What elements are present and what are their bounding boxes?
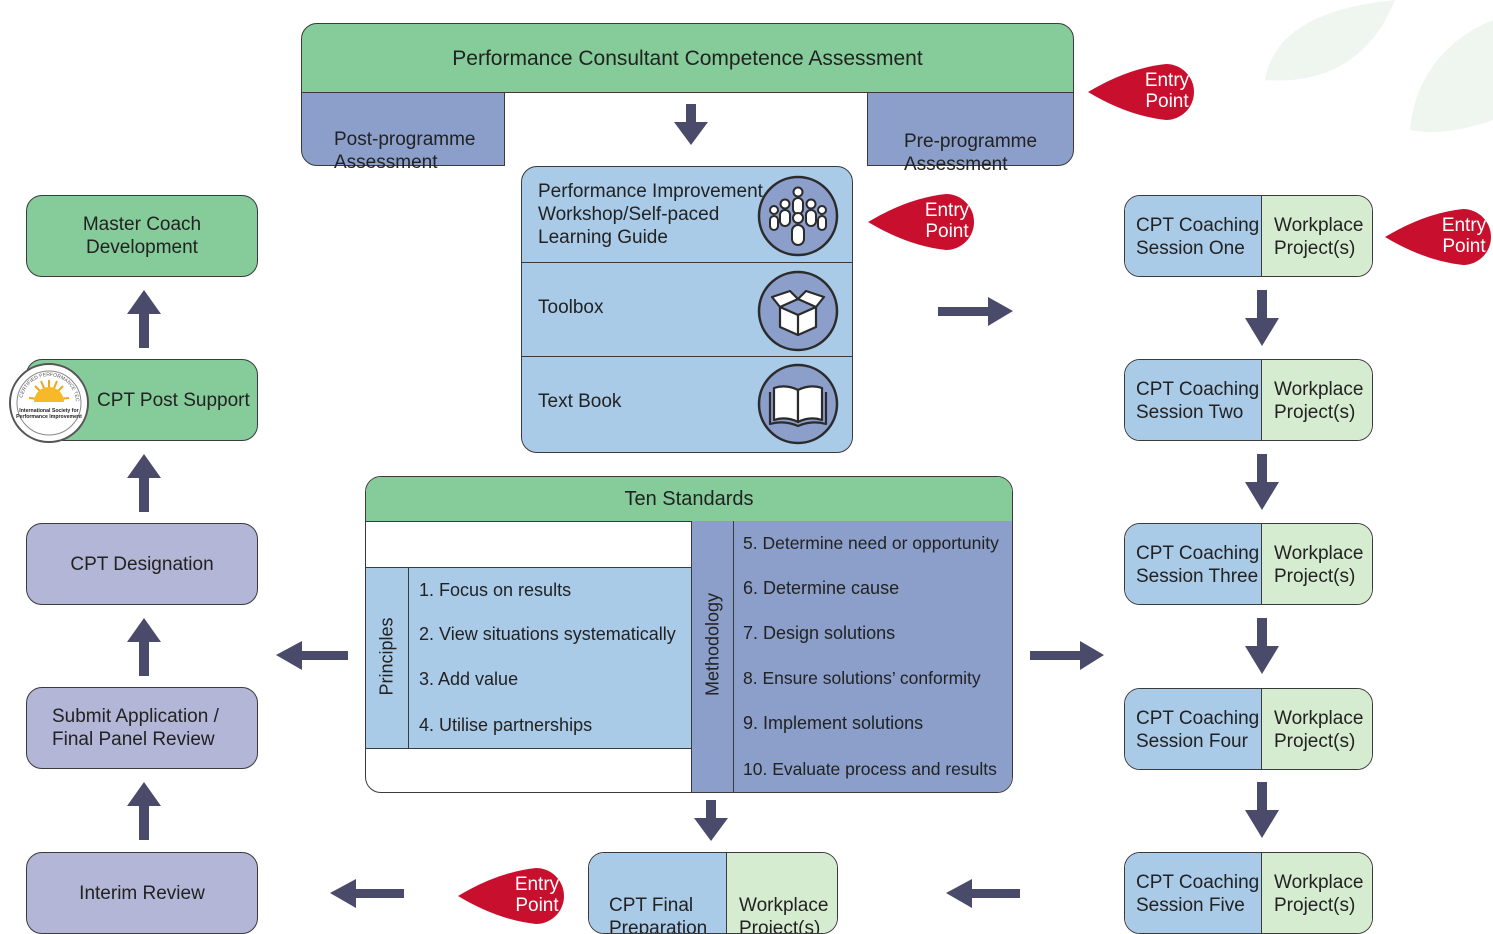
ispi-certification-badge: International Society for Performance Im…	[8, 362, 89, 443]
workplace-project-label: Workplace Project(s)	[1262, 360, 1372, 440]
method-8: 8. Ensure solutions’ conformity	[734, 656, 1012, 702]
coaching-session-label: CPT Coaching Session Three	[1125, 524, 1262, 604]
people-group-icon	[757, 175, 839, 257]
workplace-project-label: Workplace Project(s)	[1262, 853, 1372, 933]
competence-assessment-header: Performance Consultant Competence Assess…	[301, 23, 1074, 93]
method-6: 6. Determine cause	[734, 566, 1012, 612]
entry-point-shape	[458, 868, 564, 924]
methodology-label: Methodology	[702, 592, 723, 697]
cpt-final-preparation: CPT Final Preparation Workplace Project(…	[588, 852, 838, 934]
coaching-session-label: CPT Coaching Session Five	[1125, 853, 1262, 933]
interim-review: Interim Review	[26, 852, 258, 934]
entry-point-marker: Entry Point	[458, 866, 573, 926]
arrow-left-standards	[276, 641, 348, 670]
entry-point-shape	[1385, 209, 1491, 265]
entry-point-label: Entry Point	[1441, 215, 1487, 257]
toolbox-label: Toolbox	[538, 297, 604, 318]
arrow-down-assessment	[674, 104, 708, 145]
arrow-right-standards	[1030, 641, 1104, 670]
arrow-up-l3	[127, 618, 161, 676]
principle-4: 4. Utilise partnerships	[409, 702, 691, 749]
method-5: 5. Determine need or opportunity	[734, 521, 1012, 567]
entry-point-label: Entry Point	[1144, 70, 1190, 112]
workplace-project-label: Workplace Project(s)	[1262, 196, 1372, 276]
toolbox-row: Toolbox	[522, 263, 852, 357]
arrow-down-s1	[1245, 290, 1279, 346]
coaching-session-label: CPT Coaching Session Four	[1125, 689, 1262, 769]
cpt-designation: CPT Designation	[26, 523, 258, 605]
post-programme-assessment: Post-programme Assessment	[301, 92, 505, 173]
principles-label: Principles	[376, 617, 397, 696]
resources-panel: Performance Improvement Workshop/Self-pa…	[521, 166, 853, 453]
workplace-project-label: Workplace Project(s)	[1262, 524, 1372, 604]
ten-standards-header: Ten Standards	[366, 477, 1012, 522]
principle-2: 2. View situations systematically	[409, 612, 691, 658]
principles-column: Principles	[366, 567, 409, 749]
entry-point-shape	[1088, 64, 1194, 120]
textbook-row: Text Book	[522, 357, 852, 452]
workplace-project-label: Workplace Project(s)	[1262, 689, 1372, 769]
competence-assessment-title: Performance Consultant Competence Assess…	[452, 46, 923, 70]
methodology-column: Methodology	[691, 521, 734, 792]
entry-point-marker: Entry Point	[1385, 207, 1493, 267]
method-7: 7. Design solutions	[734, 611, 1012, 657]
arrow-right-to-sessions	[938, 297, 1013, 326]
svg-text:Performance Improvement: Performance Improvement	[16, 414, 82, 420]
entry-point-shape	[868, 194, 974, 250]
arrow-up-l4	[127, 782, 161, 840]
arrow-down-s2	[1245, 454, 1279, 510]
ten-standards-panel: Ten Standards Principles 1. Focus on res…	[365, 476, 1013, 793]
entry-point-marker: Entry Point	[1088, 62, 1203, 122]
coaching-session-label: CPT Coaching Session One	[1125, 196, 1262, 276]
principle-3: 3. Add value	[409, 657, 691, 703]
method-9: 9. Implement solutions	[734, 701, 1012, 747]
arrow-left-final	[330, 879, 404, 908]
arrow-down-standards	[694, 800, 728, 841]
book-icon	[757, 363, 839, 445]
arrow-down-s3	[1245, 618, 1279, 674]
workshop-row: Performance Improvement Workshop/Self-pa…	[522, 167, 852, 263]
arrow-down-s4	[1245, 782, 1279, 838]
entry-point-label: Entry Point	[924, 200, 970, 242]
box-icon	[757, 270, 839, 352]
final-prep-label: CPT Final Preparation	[589, 853, 727, 933]
pre-programme-assessment: Pre-programme Assessment	[867, 92, 1074, 175]
coaching-session-label: CPT Coaching Session Two	[1125, 360, 1262, 440]
arrow-left-session-five	[946, 879, 1020, 908]
svg-text:International Society for: International Society for	[19, 408, 78, 414]
entry-point-label: Entry Point	[514, 874, 560, 916]
method-10: 10. Evaluate process and results	[734, 746, 1012, 792]
principle-1: 1. Focus on results	[409, 567, 691, 613]
arrow-up-l1	[127, 290, 161, 348]
submit-application: Submit Application / Final Panel Review	[26, 687, 258, 769]
arrow-up-l2	[127, 454, 161, 512]
final-prep-project: Workplace Project(s)	[727, 853, 837, 933]
textbook-label: Text Book	[538, 391, 622, 412]
entry-point-marker: Entry Point	[868, 192, 983, 252]
decorative-leaves	[1265, 0, 1493, 132]
master-coach-development: Master Coach Development	[26, 195, 258, 277]
workshop-label: Performance Improvement Workshop/Self-pa…	[538, 181, 763, 248]
